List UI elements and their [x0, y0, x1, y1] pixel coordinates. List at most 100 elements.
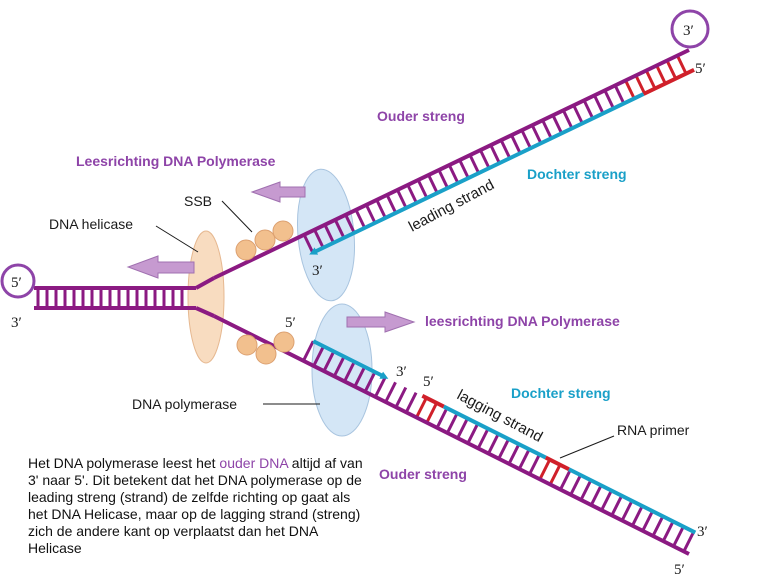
circle-top-right-end — [670, 9, 710, 49]
base-pair-rung — [631, 505, 644, 527]
base-pair-rung — [476, 428, 490, 450]
base-pair-rung — [672, 525, 685, 547]
direction-arrow-top — [250, 181, 306, 203]
base-pair-rung — [489, 144, 501, 164]
base-pair-rung — [651, 515, 665, 537]
end-lagging-5-mid: 5′ — [423, 374, 434, 390]
label-ouder-streng-bottom: Ouder streng — [379, 466, 467, 482]
okazaki-fragment-3 — [568, 467, 697, 535]
base-pair-rung — [343, 361, 356, 383]
okazaki-fragment-2 — [442, 404, 547, 460]
base-pair-rung — [363, 371, 377, 393]
explanation-part2: altijd af van 3' naar 5'. Dit betekent d… — [28, 455, 363, 556]
base-pair-rung — [507, 443, 521, 465]
label-leesrichting-bottom: leesrichting DNA Polymerase — [425, 313, 620, 329]
direction-arrow-left — [126, 255, 195, 279]
label-leesrichting-top: Leesrichting DNA Polymerase — [76, 153, 276, 169]
base-pair-rung — [365, 204, 377, 224]
base-pair-rung — [528, 453, 541, 475]
explanation-part1: Het DNA polymerase leest het — [28, 455, 220, 471]
base-pair-rung — [458, 159, 470, 179]
base-pair-rung — [487, 433, 500, 455]
dna-rungs — [36, 54, 696, 553]
base-pair-rung — [384, 381, 397, 403]
base-pair-rung — [375, 199, 387, 219]
base-pair-rung — [394, 386, 408, 408]
end-bottom-3: 3′ — [697, 524, 708, 540]
base-pair-rung — [354, 209, 366, 229]
base-pair-rung — [644, 69, 657, 90]
base-pair-rung — [416, 179, 429, 199]
base-pair-rung — [538, 458, 552, 480]
base-pair-rung — [312, 345, 325, 367]
base-pair-rung — [415, 397, 428, 419]
base-pair-rung — [655, 64, 667, 85]
fork-bottom — [195, 306, 215, 318]
label-dochter-streng-top: Dochter streng — [527, 166, 627, 182]
base-pair-rung — [620, 500, 634, 522]
base-pair-rung — [313, 229, 325, 249]
base-pair-rung — [676, 54, 688, 75]
end-top-right-3: 3′ — [683, 23, 694, 39]
explanation-text: Het DNA polymerase leest het ouder DNA a… — [28, 455, 373, 557]
base-pair-rung — [385, 194, 398, 214]
leading-rna-primer — [642, 67, 695, 96]
base-pair-rung — [406, 184, 418, 204]
direction-arrow-bottom — [346, 311, 416, 333]
parent-strand-upper — [213, 48, 690, 280]
base-pair-rung — [582, 99, 595, 120]
base-pair-rung — [322, 350, 336, 372]
label-dna-helicase: DNA helicase — [49, 216, 133, 232]
base-pair-rung — [634, 74, 646, 95]
base-pair-rung — [613, 84, 626, 105]
base-pair-rung — [548, 464, 562, 486]
base-pair-rung — [323, 224, 335, 244]
label-rna-primer: RNA primer — [617, 422, 690, 438]
dna-helicase-shape — [187, 230, 225, 364]
base-pair-rung — [610, 495, 624, 517]
base-pair-rung — [589, 484, 603, 506]
explanation-highlight: ouder DNA — [219, 455, 288, 471]
base-pair-rung — [396, 189, 408, 209]
label-dochter-streng-bottom: Dochter streng — [511, 385, 611, 401]
base-pair-rung — [425, 402, 438, 424]
base-pair-rung — [624, 79, 636, 100]
end-lagging-5-start: 5′ — [285, 315, 296, 331]
rna-primer-leader-line — [559, 435, 615, 459]
base-pair-rung — [510, 134, 522, 154]
end-left-3: 3′ — [11, 315, 22, 331]
base-pair-rung — [572, 104, 584, 125]
base-pair-rung — [520, 129, 532, 149]
base-pair-rung — [600, 489, 613, 511]
leading-daughter-strand — [309, 92, 645, 255]
base-pair-rung — [593, 94, 605, 115]
end-top-right-5: 5′ — [695, 61, 706, 77]
base-pair-rung — [661, 520, 675, 542]
base-pair-rung — [446, 412, 459, 434]
parent-strand-lower — [213, 314, 690, 556]
end-bottom-5: 5′ — [674, 562, 685, 578]
end-lagging-3: 3′ — [396, 364, 407, 380]
end-left-5: 5′ — [11, 275, 22, 291]
base-pair-rung — [404, 391, 418, 413]
label-dna-polymerase: DNA polymerase — [132, 396, 237, 412]
base-pair-rung — [579, 479, 593, 501]
okazaki-fragment-1 — [312, 339, 389, 379]
base-pair-rung — [302, 340, 315, 362]
base-pair-rung — [517, 448, 531, 470]
base-pair-rung — [559, 469, 572, 491]
base-pair-rung — [353, 366, 367, 388]
base-pair-rung — [466, 422, 480, 444]
end-leading-3: 3′ — [312, 263, 323, 279]
base-pair-rung — [603, 89, 615, 110]
rna-primer-2 — [544, 455, 570, 472]
base-pair-rung — [344, 214, 356, 234]
helicase-leader-line — [155, 225, 199, 253]
base-pair-rung — [530, 124, 543, 144]
base-pair-rung — [468, 154, 481, 174]
base-pair-rung — [456, 417, 469, 439]
base-pair-rung — [447, 164, 460, 184]
base-pair-rung — [569, 474, 582, 496]
label-ouder-streng-top: Ouder streng — [377, 108, 465, 124]
